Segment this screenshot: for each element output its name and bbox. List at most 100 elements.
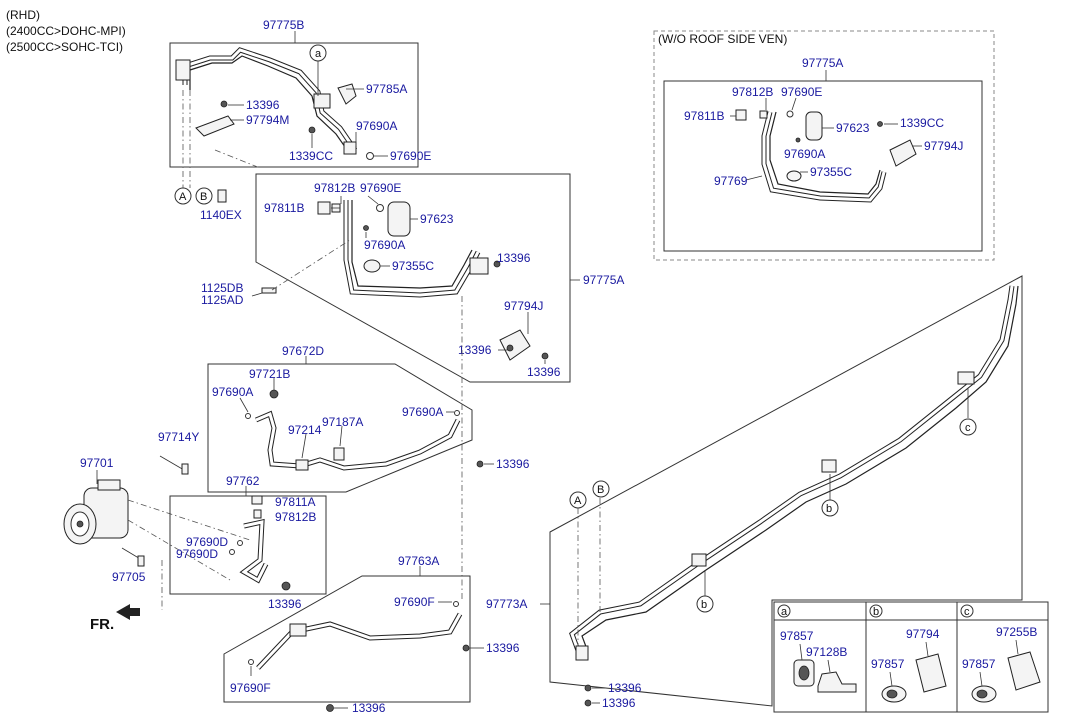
oring-97690D-b [229,549,235,555]
fitting-97187A [333,447,345,461]
callout-c [959,418,977,436]
part-97811B-b: 97811B [684,109,724,123]
part-97690A-d: 97690A [402,405,443,419]
oring-97690A-e [795,137,801,143]
nut-13396-a [220,100,228,108]
nut-13396-b [493,260,501,268]
part-97623-b: 97623 [836,121,870,135]
part-97355C-a: 97355C [392,259,434,273]
part-97623-a: 97623 [420,212,454,226]
part-97690D-b: 97690D [176,547,218,561]
part-13396-c: 13396 [458,343,492,357]
box-97763A [223,575,471,703]
part-97690F-b: 97690F [230,681,271,695]
callout-b-2-label: b [826,503,832,515]
nut-13396-c [506,344,514,352]
valve-97355C-a [363,259,381,273]
callout-A-right-label: A [574,495,582,507]
nut-13396-e [476,460,484,468]
fitting-97214 [295,459,309,471]
part-97775A-a: 97775A [583,273,624,287]
part-1339CC-a: 1339CC [289,149,333,163]
part-97794J-a: 97794J [504,299,543,313]
front-label: FR. [90,616,114,633]
detail-table: a b c 97857 97128B 97794 97857 97255B 97… [773,601,1049,713]
part-97690E-b: 97690E [360,181,401,195]
part-13396-b: 13396 [497,251,531,265]
clamp-c [957,371,975,385]
callout-b-1 [696,595,714,613]
bracket-97794J-a-top [469,257,489,275]
nut-13396-f [281,581,291,591]
table-header-c-circle [960,604,974,618]
part-97672D: 97672D [282,344,324,358]
oring-97690E-c [786,110,794,118]
cell-b-97794: 97794 [906,627,940,641]
clamp-b-1 [691,553,707,567]
part-97690E-a: 97690E [390,149,431,163]
cell-a-97128B: 97128B [806,645,847,659]
bolt-1125DB [261,287,277,294]
part-13396-i: 13396 [608,681,642,695]
front-direction-indicator: FR. [90,604,140,633]
cell-c-97857: 97857 [962,657,996,671]
table-header-b-circle [869,604,883,618]
nut-13396-i [584,684,592,692]
part-1140EX: 1140EX [200,208,242,222]
part-97763A: 97763A [398,554,439,568]
oring-97690A-c [245,413,251,419]
part-97690F-a: 97690F [394,595,435,609]
nut-13396-j [584,699,592,707]
part-1125DB: 1125DB [201,281,243,295]
part-13396-e: 13396 [496,457,530,471]
engine-note-2: (2500CC>SOHC-TCI) [6,40,123,54]
bracket-97794J-b [889,139,917,167]
part-13396-j: 13396 [602,696,636,710]
cell-b-97857: 97857 [871,657,905,671]
clamp-b-2 [821,459,837,473]
bolt-97714Y [181,463,189,475]
part-97769: 97769 [714,174,748,188]
oring-97690D-a [237,540,243,546]
cell-c-97255B: 97255B [996,625,1037,639]
bracket-97794 [915,653,947,693]
callout-B-left-label: B [200,191,207,203]
part-13396-d: 13396 [527,365,561,379]
table-header-c: c [964,606,970,618]
callout-A-left [174,187,192,205]
part-97812B-c: 97812B [732,85,773,99]
fitting-97690A-a [343,141,357,155]
part-97775A-b: 97775A [802,56,843,70]
box-97775A-inset [663,80,983,252]
bolt-1140EX [217,189,227,203]
engine-note-1: (2400CC>DOHC-MPI) [6,24,126,38]
box-97775B [169,42,419,168]
receiver-drier-97623-a [387,201,411,237]
part-97812B-b: 97812B [275,510,316,524]
callout-a-top-label: a [315,48,322,60]
part-97721B: 97721B [249,367,290,381]
group-97775B: a 97775B 97785A 13396 97794M 97690A 1339… [169,18,431,168]
part-97714Y: 97714Y [158,430,199,444]
valve-97812B-c [759,110,768,119]
box-97762 [169,495,327,595]
nut-97811A [251,495,263,505]
part-97690E-c: 97690E [781,85,822,99]
part-97705: 97705 [112,570,146,584]
oring-97690F-b [248,659,254,665]
front-arrow-icon [116,604,140,620]
nut-13396-h [326,704,334,712]
part-97811A: 97811A [275,495,315,509]
bracket-97794J-a [499,329,531,361]
oring-97690F-a [453,601,459,607]
nut-97811B-b [735,109,747,121]
valve-97812B-b [253,509,262,519]
part-97811B-a: 97811B [264,201,304,215]
part-97701: 97701 [80,456,114,470]
oring-97690A-d [454,410,460,416]
part-97355C-b: 97355C [810,165,852,179]
nut-97811B-a [317,201,331,215]
callout-b-2 [821,499,839,517]
compressor-97701: 97701 [63,456,129,545]
